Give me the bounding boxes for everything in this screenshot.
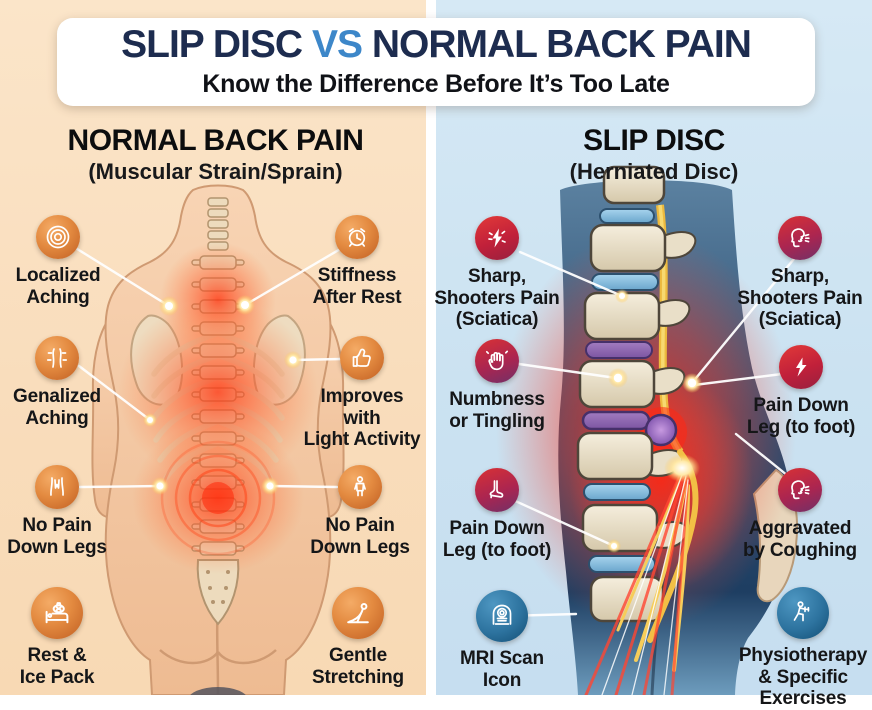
callout-label: Pain Down Leg (to foot): [442, 518, 552, 561]
header-title-slip-disc: SLIP DISC: [121, 23, 303, 66]
header-card: SLIP DISC VS NORMAL BACK PAIN Know the D…: [57, 18, 815, 106]
callout-label: Sharp, Shooters Pain (Sciatica): [434, 266, 560, 331]
callout-label: Numbness or Tingling: [449, 389, 545, 432]
callout-numbness-or-tingling: Numbness or Tingling: [409, 339, 585, 432]
herniated-disc-illustration: [496, 165, 800, 695]
right-panel-title-block: SLIP DISC (Herniated Disc): [436, 124, 872, 185]
header-subtitle: Know the Difference Before It’s Too Late: [202, 70, 670, 98]
back-anatomy-illustration: [72, 184, 345, 695]
header-title-vs: VS: [311, 23, 363, 66]
alarm-clock-icon: [335, 215, 379, 259]
callout-label: Pain Down Leg (to foot): [746, 395, 856, 438]
normal-back-pain-panel: NORMAL BACK PAIN (Muscular Strain/Sprain…: [0, 0, 431, 695]
header-title-normal-back-pain: NORMAL BACK PAIN: [371, 23, 752, 66]
callout-mri-scan: MRI Scan Icon: [414, 590, 590, 691]
callout-label: Stiffness After Rest: [312, 265, 402, 308]
callout-label: No Pain Down Legs: [7, 515, 107, 558]
mri-scanner-icon: [476, 590, 528, 642]
callout-sharp-shooters-pain-left: Sharp, Shooters Pain (Sciatica): [409, 216, 585, 331]
coughing-head-icon: [778, 216, 822, 260]
numb-hand-icon: [475, 339, 519, 383]
left-panel-subtitle: (Muscular Strain/Sprain): [88, 159, 343, 184]
foot-icon: [475, 468, 519, 512]
right-panel-title: SLIP DISC: [583, 124, 725, 157]
callout-label: MRI Scan Icon: [460, 648, 544, 691]
callout-aggravated-by-coughing: Aggravated by Coughing: [712, 468, 872, 561]
callout-label: Sharp, Shooters Pain (Sciatica): [737, 266, 863, 331]
callout-label: Localized Aching: [15, 265, 101, 308]
callout-stiffness-after-rest: Stiffness After Rest: [269, 215, 445, 308]
callout-no-pain-down-legs-right: No Pain Down Legs: [272, 465, 448, 558]
callout-physiotherapy: Physiotherapy & Specific Exercises: [715, 587, 872, 710]
slip-disc-panel: SLIP DISC (Herniated Disc) Sharp, Shoote…: [434, 0, 872, 709]
callout-sharp-shooters-pain-right: Sharp, Shooters Pain (Sciatica): [712, 216, 872, 331]
standing-person-icon: [338, 465, 382, 509]
callout-pain-down-leg-right: Pain Down Leg (to foot): [713, 345, 872, 438]
panel-divider: [426, 0, 436, 695]
callout-improves-with-light-activity: Improves with Light Activity: [274, 336, 450, 451]
callout-rest-ice-pack: Rest & Ice Pack: [0, 587, 145, 688]
right-panel-subtitle: (Herniated Disc): [569, 159, 739, 184]
callout-gentle-stretching: Gentle Stretching: [270, 587, 446, 688]
target-rings-icon: [36, 215, 80, 259]
legs-icon: [35, 465, 79, 509]
pain-spark-icon: [475, 216, 519, 260]
callout-pain-down-leg-left: Pain Down Leg (to foot): [409, 468, 585, 561]
physiotherapy-icon: [777, 587, 829, 639]
coughing-head-icon: [778, 468, 822, 512]
left-panel-title-block: NORMAL BACK PAIN (Muscular Strain/Sprain…: [0, 124, 431, 185]
callout-localized-aching: Localized Aching: [0, 215, 146, 308]
callout-label: Aggravated by Coughing: [743, 518, 857, 561]
thumbs-up-icon: [340, 336, 384, 380]
callout-generalized-aching: Genalized Aching: [0, 336, 145, 429]
callout-label: Gentle Stretching: [312, 645, 404, 688]
left-panel-title: NORMAL BACK PAIN: [67, 124, 364, 157]
callout-label: Rest & Ice Pack: [19, 645, 95, 688]
back-ache-icon: [35, 336, 79, 380]
lightning-bolt-icon: [779, 345, 823, 389]
callout-label: Genalized Aching: [13, 386, 101, 429]
callout-label: Physiotherapy & Specific Exercises: [738, 645, 868, 710]
callout-label: No Pain Down Legs: [310, 515, 410, 558]
bed-ice-pack-icon: [31, 587, 83, 639]
callout-label: Improves with Light Activity: [303, 386, 421, 451]
callout-no-pain-down-legs-left: No Pain Down Legs: [0, 465, 145, 558]
stretching-person-icon: [332, 587, 384, 639]
header-title: SLIP DISC VS NORMAL BACK PAIN: [121, 23, 752, 66]
